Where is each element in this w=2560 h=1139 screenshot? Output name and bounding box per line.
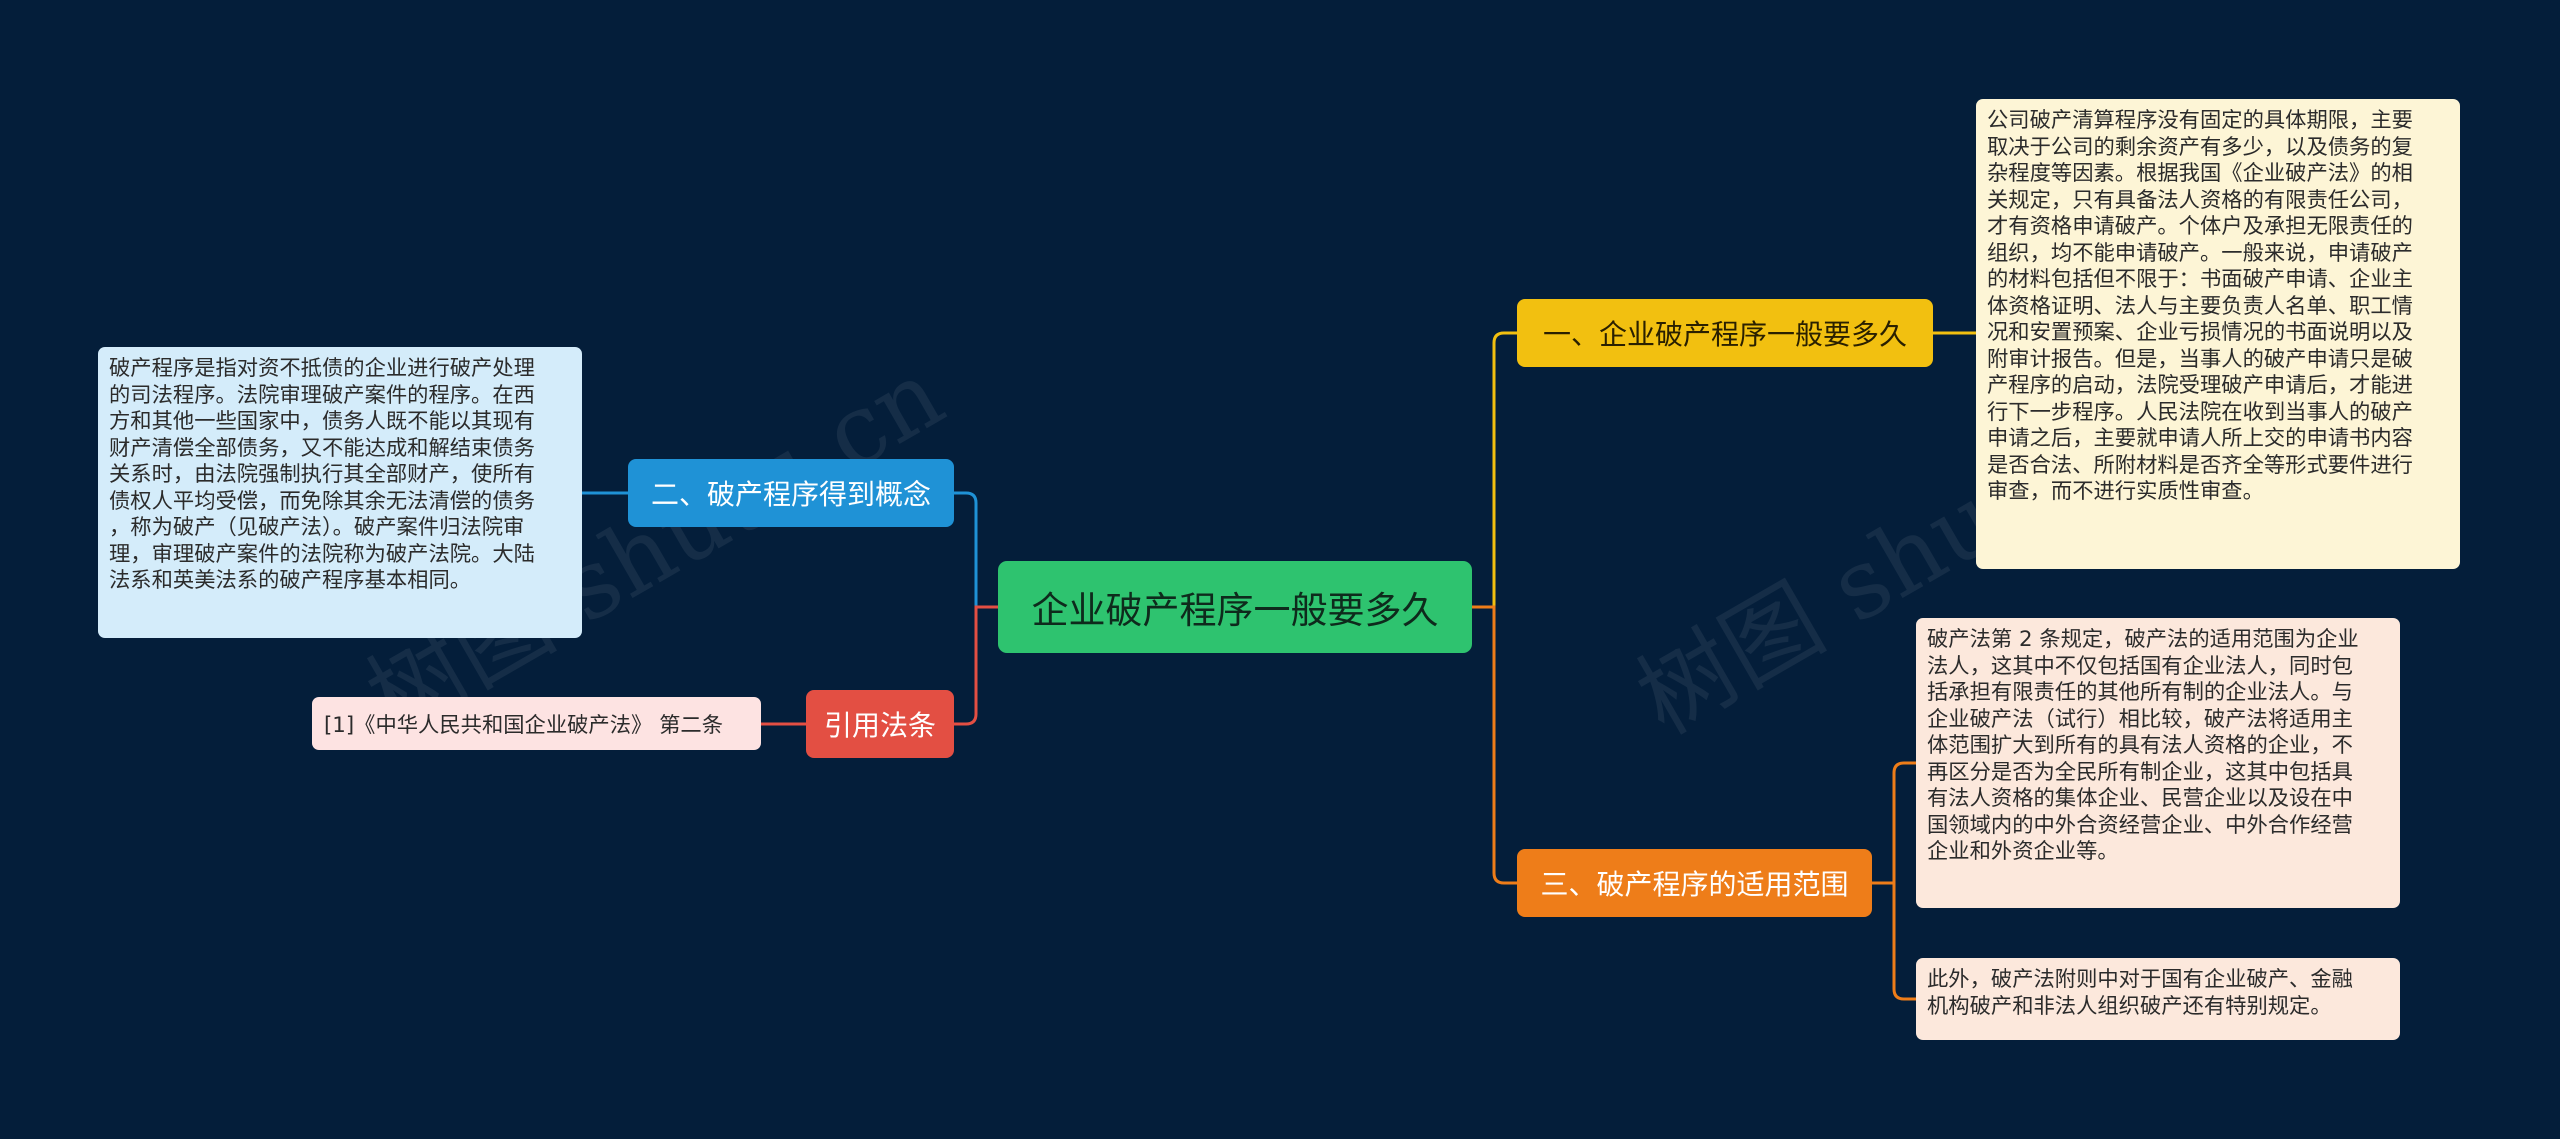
link-b3-leaf-b [1872, 881, 1916, 1001]
branch-scope[interactable]: 三、破产程序的适用范围 [1517, 849, 1872, 917]
leaf-concept-detail[interactable]: 破产程序是指对资不抵债的企业进行破产处理 的司法程序。法院审理破产案件的程序。在… [98, 347, 582, 638]
leaf-how-long-detail[interactable]: 公司破产清算程序没有固定的具体期限，主要 取决于公司的剩余资产有多少，以及债务的… [1976, 99, 2460, 569]
branch-how-long[interactable]: 一、企业破产程序一般要多久 [1517, 299, 1933, 367]
link-center-ref [954, 605, 998, 726]
link-center-b1 [1472, 331, 1517, 609]
link-center-b2 [954, 491, 998, 609]
leaf-cited-law-article[interactable]: [1]《中华人民共和国企业破产法》 第二条 [312, 697, 761, 750]
link-b3-leaf-a [1872, 761, 1916, 885]
branch-cited-law[interactable]: 引用法条 [806, 690, 954, 758]
link-center-b3 [1472, 605, 1517, 885]
central-topic[interactable]: 企业破产程序一般要多久 [998, 561, 1472, 653]
leaf-scope-detail[interactable]: 破产法第 2 条规定，破产法的适用范围为企业 法人，这其中不仅包括国有企业法人，… [1916, 618, 2400, 908]
leaf-scope-supplement[interactable]: 此外，破产法附则中对于国有企业破产、金融 机构破产和非法人组织破产还有特别规定。 [1916, 958, 2400, 1040]
branch-concept[interactable]: 二、破产程序得到概念 [628, 459, 954, 527]
